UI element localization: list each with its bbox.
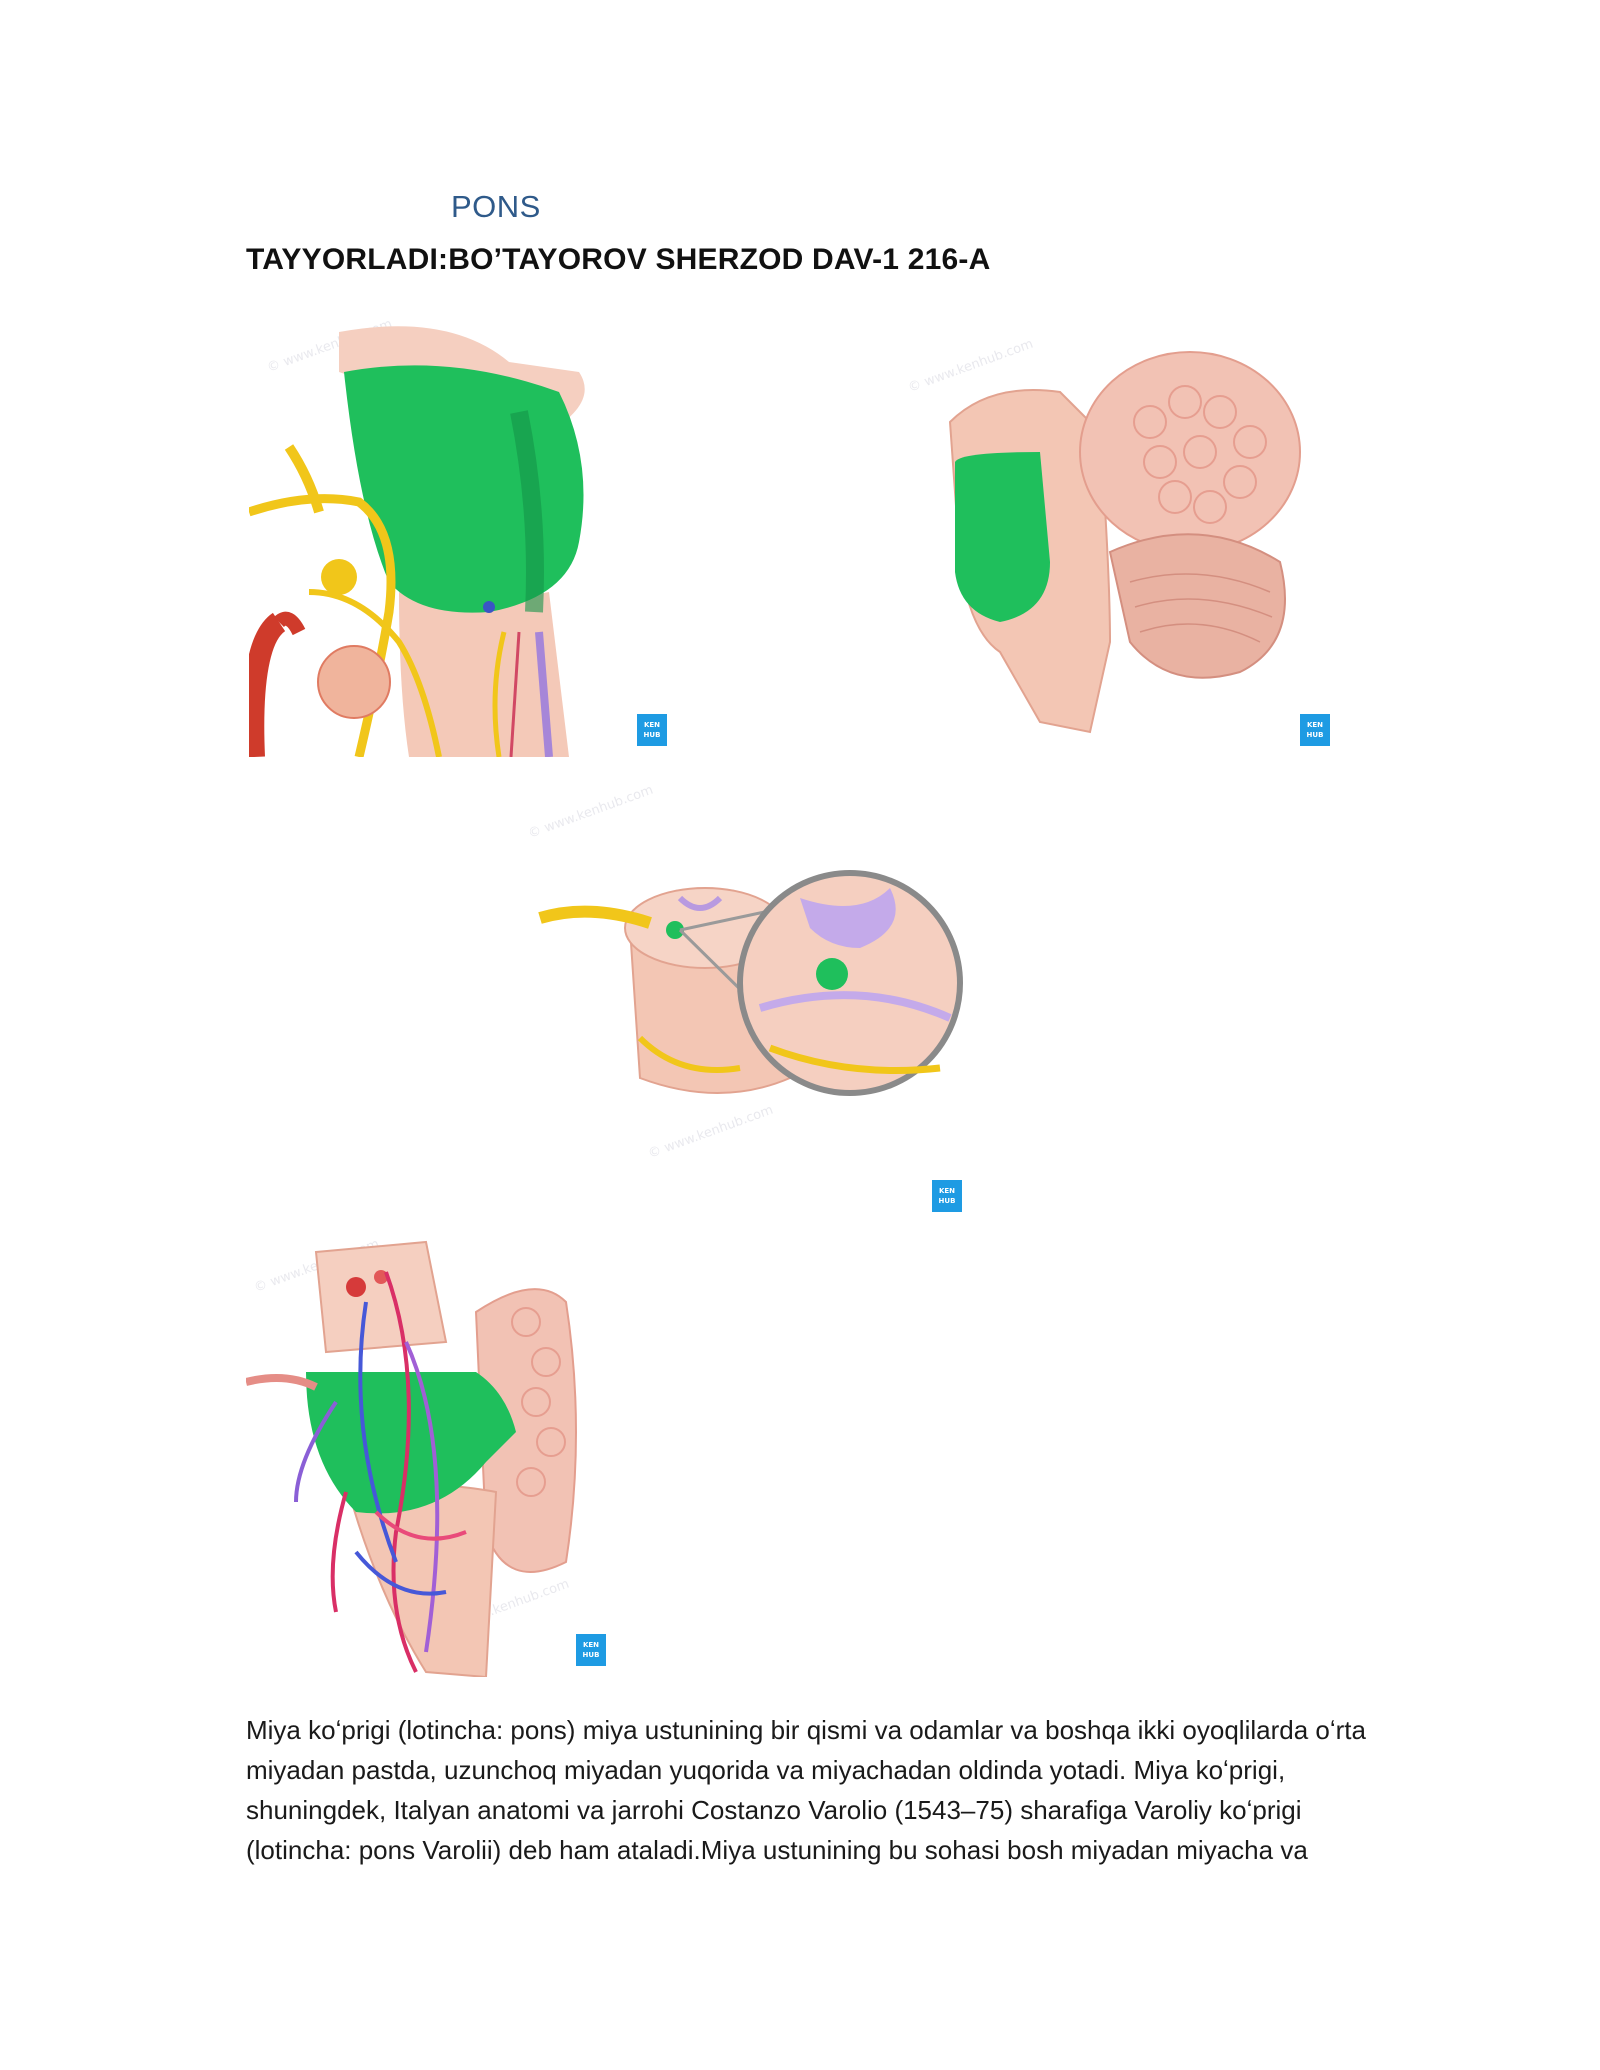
document-title: PONS [451, 189, 541, 224]
kenhub-badge-icon [1300, 714, 1330, 746]
svg-text:HUB: HUB [1307, 731, 1324, 739]
svg-text:© www.kenhub.com: © www.kenhub.com [906, 337, 1035, 396]
kenhub-badge-icon [576, 1634, 606, 1666]
svg-text:KEN: KEN [583, 1641, 599, 1649]
svg-text:KEN: KEN [644, 721, 660, 729]
svg-text:KEN: KEN [1307, 721, 1323, 729]
figure-pons-crosssection: © www.kenhub.com © www.kenhub.com KEN HU… [530, 778, 970, 1223]
svg-text:HUB: HUB [583, 1651, 600, 1659]
svg-text:© www.kenhub.com: © www.kenhub.com [530, 783, 655, 842]
svg-text:HUB: HUB [644, 731, 661, 739]
svg-text:KEN: KEN [939, 1187, 955, 1195]
kenhub-badge-icon [932, 1180, 962, 1212]
anatomy-illustration-pons-tracts-icon: © www.kenhub.com © www.kenhub.com [246, 1237, 606, 1677]
anatomy-illustration-pons-crosssection-icon: © www.kenhub.com © www.kenhub.com KEN HU… [530, 783, 963, 1212]
anatomy-illustration-brainstem-lateral-icon: © www.kenhub.com © www.kenhub.com [249, 317, 667, 757]
author-line: TAYYORLADI:BO’TAYOROV SHERZOD DAV-1 216-… [246, 243, 991, 276]
svg-text:© www.kenhub.com: © www.kenhub.com [646, 1103, 775, 1162]
kenhub-badge-icon [637, 714, 667, 746]
body-paragraph: Miya koʻprigi (lotincha: pons) miya ustu… [246, 1715, 1366, 1865]
figure-pons-tracts: © www.kenhub.com © www.kenhub.com [246, 1232, 686, 1677]
figure-brainstem-lateral: © www.kenhub.com © www.kenhub.com [249, 312, 679, 757]
figure-pons-sagittal: © www.kenhub.com © www.kenhub.com KEN HU… [900, 312, 1340, 757]
anatomy-illustration-pons-sagittal-icon: © www.kenhub.com © www.kenhub.com KEN HU… [906, 337, 1330, 746]
svg-text:HUB: HUB [939, 1197, 956, 1205]
